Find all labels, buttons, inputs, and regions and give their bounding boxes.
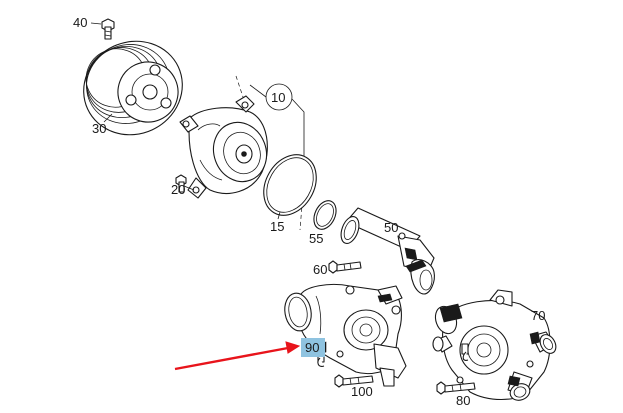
callout-80: 80 (456, 393, 470, 408)
callout-10: 10 (271, 90, 285, 105)
part-10-water-pump[interactable] (179, 95, 275, 199)
part-100-bolt[interactable] (334, 374, 374, 388)
part-60-bolt[interactable] (328, 260, 362, 274)
callout-60: 60 (313, 262, 327, 277)
callout-15: 15 (270, 219, 284, 234)
callout-50: 50 (384, 220, 398, 235)
callout-30: 30 (92, 121, 106, 136)
leader-15 (277, 211, 281, 220)
leader-40 (90, 22, 102, 25)
callout-40: 40 (73, 15, 87, 30)
callout-100: 100 (351, 384, 373, 399)
red-arrow-indicator (174, 341, 301, 371)
callout-90: 90 (305, 340, 319, 355)
part-70-thermostat[interactable] (432, 289, 559, 403)
part-40-bolt[interactable] (101, 18, 115, 40)
part-30-pulley[interactable] (68, 25, 198, 151)
part-thermostat-housing[interactable] (282, 283, 407, 387)
part-15-o-ring[interactable] (253, 145, 327, 224)
leader-30 (103, 113, 113, 123)
part-80-bolt[interactable] (436, 381, 476, 395)
callout-20: 20 (171, 182, 185, 197)
part-50-coolant-pipe[interactable] (338, 207, 435, 295)
callout-55: 55 (309, 231, 323, 246)
highlight-box-90 (301, 338, 325, 357)
callout-70: 70 (531, 308, 545, 323)
part-55-o-ring[interactable] (310, 197, 341, 233)
part-20-bolt[interactable] (175, 174, 195, 193)
